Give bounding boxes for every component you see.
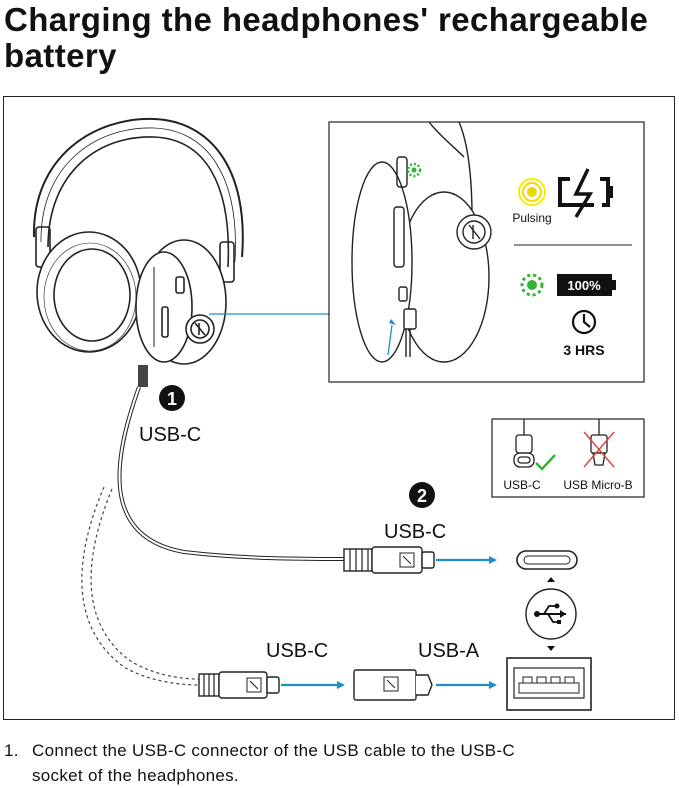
usb-c-plug <box>343 546 435 574</box>
check-icon <box>535 454 556 471</box>
green-led-icon <box>520 273 544 297</box>
battery-full-label: 100% <box>567 278 601 293</box>
connector-comparison-box: USB-C USB Micro-B <box>491 418 645 498</box>
headphones-illustration <box>32 117 244 387</box>
charge-duration-label: 3 HRS <box>563 342 604 358</box>
charging-detail-inset: Pulsing 100% 3 HRS <box>328 121 645 383</box>
usb-c-to-usb-a-adapter <box>353 669 433 701</box>
usb-symbol-icon <box>525 577 577 651</box>
title-line-2: battery <box>4 37 117 74</box>
usb-a-socket <box>506 657 592 711</box>
instruction-step-1: 1. Connect the USB-C connector of the USB… <box>4 738 676 788</box>
step-1-number: 1 <box>167 389 177 409</box>
step-2-number: 2 <box>417 486 427 506</box>
pulsing-label: Pulsing <box>512 211 551 225</box>
adapter-output-label: USB-A <box>418 640 480 662</box>
adapter-input-label: USB-C <box>266 640 328 662</box>
clock-icon <box>571 309 597 335</box>
step-2-marker: 2 <box>409 482 435 508</box>
charging-battery-icon <box>558 168 613 218</box>
yellow-pulsing-led-icon <box>518 178 546 206</box>
usb-micro-b-label: USB Micro-B <box>563 478 632 492</box>
instruction-figure: Pulsing 100% 3 HRS 1 USB-C <box>3 96 675 720</box>
headphone-plug-label: USB-C <box>139 424 201 446</box>
usb-c-socket <box>516 550 578 570</box>
alternate-cable-dashed <box>81 486 200 686</box>
cable-end-plug-label: USB-C <box>384 521 446 543</box>
usb-cable <box>117 386 345 561</box>
usb-c-plug-alt <box>198 671 280 699</box>
title-line-1: Charging the headphones' rechargeable <box>4 1 649 38</box>
step-text-line-2: socket of the headphones. <box>32 766 239 785</box>
full-battery-icon: 100% <box>557 274 616 296</box>
page-title: Charging the headphones' rechargeable ba… <box>4 2 674 74</box>
alternate-cable-dashed-inner <box>90 488 200 680</box>
usb-c-ok-label: USB-C <box>503 478 541 492</box>
step-1-marker: 1 <box>159 385 185 411</box>
step-number: 1. <box>4 741 19 760</box>
cross-icon <box>583 431 615 468</box>
step-text-line-1: Connect the USB-C connector of the USB c… <box>32 741 515 760</box>
